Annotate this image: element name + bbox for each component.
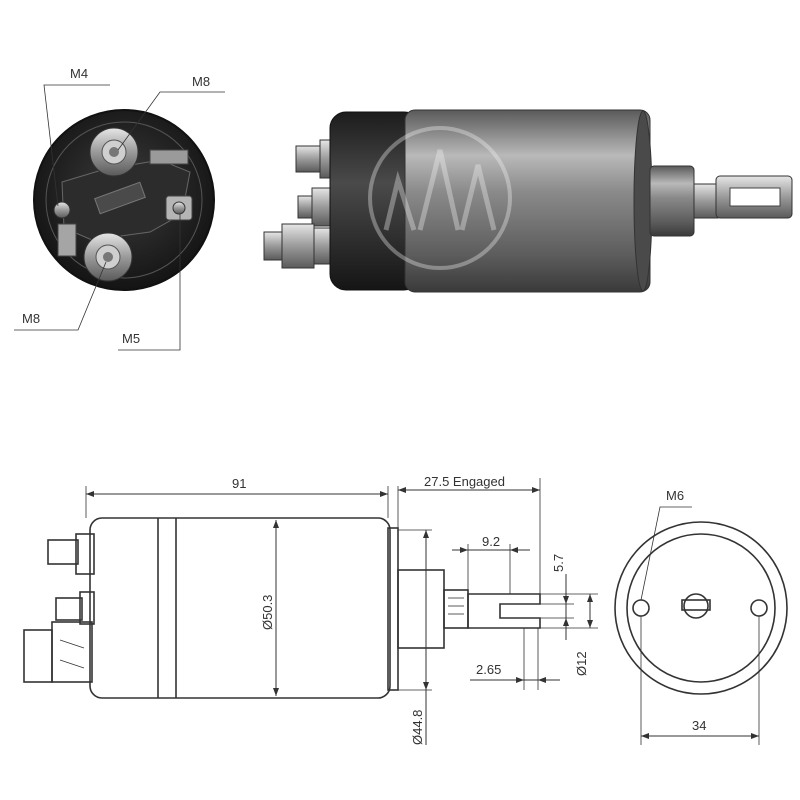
dim-slot: 5.7	[551, 554, 566, 572]
m4-screw	[53, 201, 71, 219]
dim-flange-dia: Ø44.8	[410, 710, 425, 745]
label-m4: M4	[70, 66, 88, 81]
m8-bottom-terminal	[57, 223, 133, 282]
terminal-end-view	[33, 109, 215, 291]
side-view-terminals	[23, 533, 95, 683]
label-m8-bottom: M8	[22, 311, 40, 326]
dim-body-dia: Ø50.3	[260, 595, 275, 630]
m8-top-terminal	[89, 127, 189, 177]
dim-hole-spacing: 34	[692, 718, 706, 733]
dim-slot-offset: 2.65	[476, 662, 501, 677]
dim-fork-dia: Ø12	[574, 651, 589, 676]
m5-screw	[165, 195, 193, 221]
label-m5: M5	[122, 331, 140, 346]
dim-thread-m6: M6	[666, 488, 684, 503]
side-view-drawing: 91 27.5 Engaged Ø50.3 Ø44.8 9.2 5.7	[23, 474, 598, 745]
label-m8-top: M8	[192, 74, 210, 89]
dim-length-91: 91	[232, 476, 246, 491]
dim-fork-width: 9.2	[482, 534, 500, 549]
callout-m5: M5	[118, 214, 181, 351]
dim-engaged: 27.5 Engaged	[424, 474, 505, 489]
callout-m8-bottom: M8	[14, 261, 107, 331]
solenoid-side-photo	[263, 109, 793, 293]
end-view-drawing: M6 34	[614, 488, 788, 745]
callout-m8-top: M8	[117, 74, 225, 151]
callout-m4: M4	[43, 66, 110, 207]
